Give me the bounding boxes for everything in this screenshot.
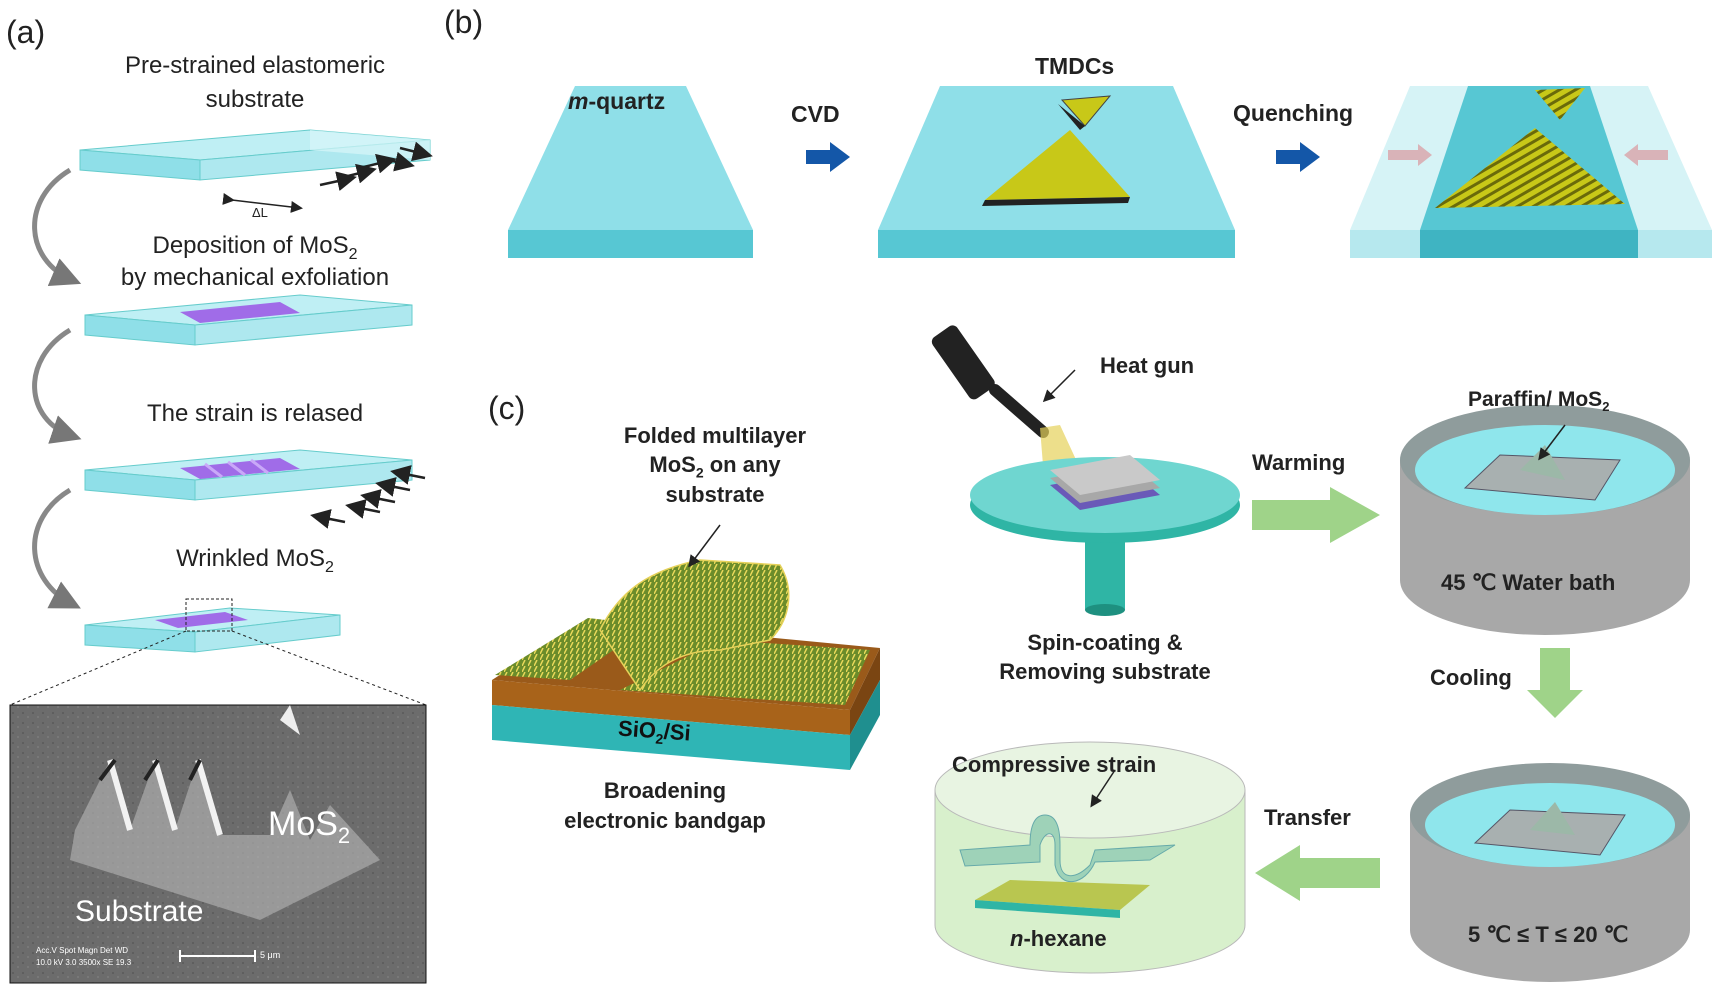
mquartz-slab (508, 86, 753, 258)
spin-coater (970, 455, 1240, 616)
panel-c-process-graphics (931, 325, 1690, 982)
transfer-arrow (1255, 845, 1380, 901)
cvd-label: CVD (791, 101, 840, 127)
heat-gun-label: Heat gun (1100, 353, 1195, 378)
mquartz-label: m-quartz (568, 88, 666, 114)
warming-arrow (1252, 487, 1380, 543)
tmdc-slab (878, 86, 1235, 258)
sem-substrate-label: Substrate (75, 895, 204, 928)
cvd-arrow (806, 142, 850, 172)
transfer-label: Transfer (1264, 805, 1351, 830)
tension-arrows (319, 141, 433, 191)
spin-coating-line1: Spin-coating & (1027, 630, 1183, 655)
sem-scale-label: 5 μm (260, 950, 281, 960)
panel-a-graphics (9, 129, 433, 984)
panel-c-folded-graphics (492, 524, 880, 770)
sio2-si-label: SiO2/Si (617, 715, 692, 748)
folded-line1: Folded multilayer (623, 423, 807, 448)
n-hexane-label: n-hexane (1010, 926, 1107, 951)
spin-coating-line2: Removing substrate (999, 659, 1211, 684)
exfoliated-substrate (84, 294, 413, 346)
quenching-arrow (1276, 142, 1320, 172)
delta-l-arrow (222, 192, 303, 213)
compressive-strain-label: Compressive strain (952, 752, 1157, 777)
panel-label-a: (a) (6, 14, 46, 50)
broadening-line1: Broadening (603, 778, 727, 803)
paraffin-mos2-label: Paraffin/ MoS2 (1468, 388, 1610, 415)
quenching-label: Quenching (1233, 100, 1354, 126)
a-step2-line2: by mechanical exfoliation (120, 264, 390, 291)
compression-arrows (310, 465, 426, 529)
quenched-slab (1350, 86, 1712, 258)
folded-line2: MoS2 on any (649, 452, 781, 481)
a-step1-line1: Pre-strained elastomeric (124, 52, 386, 79)
panel-b-graphics (508, 86, 1712, 258)
a-step1-line2: substrate (205, 86, 305, 113)
sem-meta-line1: Acc.V Spot Magn Det WD (36, 946, 129, 955)
prestrained-substrate (79, 129, 431, 181)
panel-label-c: (c) (488, 390, 526, 426)
folded-line3: substrate (665, 482, 765, 507)
sem-image (9, 704, 427, 984)
panel-label-b: (b) (444, 4, 484, 40)
water-bath-label: 45 ℃ Water bath (1441, 570, 1616, 595)
temperature-range-label: 5 ℃ ≤ T ≤ 20 ℃ (1468, 922, 1629, 947)
a-step2-line1: Deposition of MoS2 (152, 232, 358, 263)
tmdcs-label: TMDCs (1035, 53, 1115, 79)
broadening-line2: electronic bandgap (564, 808, 766, 833)
released-substrate (84, 449, 413, 501)
sem-mos2-label: MoS2 (268, 805, 351, 848)
water-bath-cold (1410, 763, 1690, 982)
water-bath-warm (1400, 405, 1690, 635)
cooling-arrow (1527, 648, 1583, 718)
cooling-label: Cooling (1430, 665, 1512, 690)
a-step3: The strain is relased (146, 400, 364, 427)
a-delta-l: ΔL (252, 205, 268, 220)
sem-meta-line2: 10.0 kV 3.0 3500x SE 19.3 (36, 958, 132, 967)
warming-label: Warming (1252, 450, 1346, 475)
a-step4: Wrinkled MoS2 (176, 545, 334, 576)
wrinkled-substrate (84, 598, 341, 653)
hexane-bath (934, 741, 1246, 974)
